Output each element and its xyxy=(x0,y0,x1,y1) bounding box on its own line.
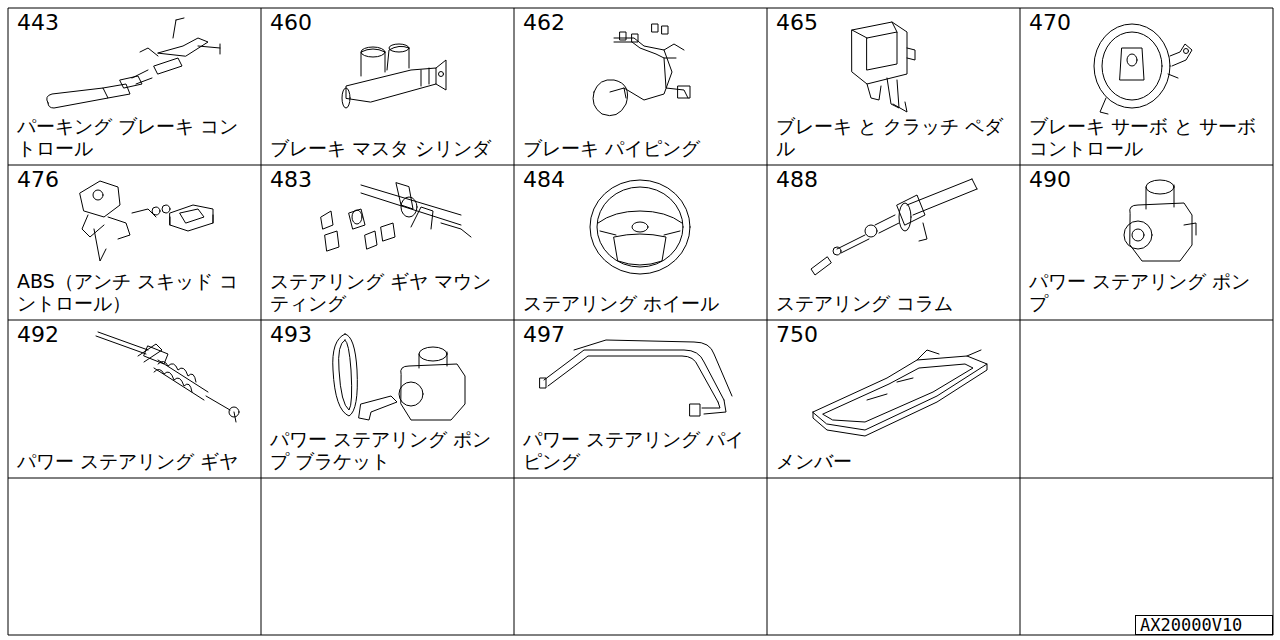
group-number: 750 xyxy=(776,323,818,347)
group-name: ステアリング コラム xyxy=(776,293,1013,315)
catalog-cell: 483 ステアリング ギヤ マウンティング xyxy=(261,165,514,320)
group-name: パーキング ブレーキ コントロール xyxy=(17,116,254,160)
group-number: 462 xyxy=(523,11,565,35)
group-name: ブレーキ パイピング xyxy=(523,138,760,160)
group-name: パワー ステアリング ギヤ xyxy=(17,451,254,473)
group-number: 460 xyxy=(270,11,312,35)
abs-illustration xyxy=(80,181,213,261)
grid-line xyxy=(8,320,1273,321)
group-number: 470 xyxy=(1029,11,1071,35)
drawing-code: AX20000V10 xyxy=(1136,616,1272,634)
catalog-cell: 462 ブレーキ パイピング xyxy=(514,8,767,165)
group-number: 476 xyxy=(17,168,59,192)
group-number: 488 xyxy=(776,168,818,192)
group-name: ABS（アンチ スキッド コントロール） xyxy=(17,271,254,315)
ps-gear-illustration xyxy=(96,332,239,422)
grid-line xyxy=(8,478,1273,479)
group-number: 497 xyxy=(523,323,565,347)
catalog-cell: 492 パワー ステアリング ギヤ xyxy=(8,320,261,478)
group-name: ブレーキ マスタ シリンダ xyxy=(270,138,507,160)
group-name: メンバー xyxy=(776,451,1013,473)
index-grid xyxy=(8,8,1273,635)
group-name: ステアリング ホイール xyxy=(523,293,760,315)
ps-piping-illustration xyxy=(540,340,732,416)
group-number: 492 xyxy=(17,323,59,347)
grid-line xyxy=(514,8,515,635)
group-number: 483 xyxy=(270,168,312,192)
group-name: パワー ステアリング ポンプ xyxy=(1029,271,1266,315)
group-number: 484 xyxy=(523,168,565,192)
catalog-cell: 470 ブレーキ サーボ と サーボ コントロール xyxy=(1020,8,1273,165)
gear-mounting-illustration xyxy=(321,183,471,251)
brake-servo-illustration xyxy=(1094,24,1192,114)
catalog-cell: 476ABS（アンチ スキッド コントロール） xyxy=(8,165,261,320)
catalog-cell: 497 パワー ステアリング パイピング xyxy=(514,320,767,478)
group-name: ブレーキ サーボ と サーボ コントロール xyxy=(1029,116,1266,160)
grid-line xyxy=(767,8,768,635)
ps-pump-illustration xyxy=(1124,180,1196,261)
group-name: ステアリング ギヤ マウンティング xyxy=(270,271,507,315)
grid-line xyxy=(261,8,262,635)
grid-line xyxy=(8,165,1273,166)
group-number: 443 xyxy=(17,11,59,35)
catalog-cell: 443 パーキング ブレーキ コントロール xyxy=(8,8,261,165)
catalog-cell: 465 ブレーキ と クラッチ ペダル xyxy=(767,8,1020,165)
steering-wheel-illustration xyxy=(590,180,690,274)
master-cylinder-illustration xyxy=(342,44,446,108)
group-name: ブレーキ と クラッチ ペダル xyxy=(776,116,1013,160)
catalog-cell: 460 ブレーキ マスタ シリンダ xyxy=(261,8,514,165)
catalog-cell: 488 ステアリング コラム xyxy=(767,165,1020,320)
steering-column-illustration xyxy=(811,179,977,275)
group-number: 490 xyxy=(1029,168,1071,192)
catalog-cell: 493 パワー ステアリング ポンプ ブラケット xyxy=(261,320,514,478)
pedal-illustration xyxy=(852,22,915,112)
group-name: パワー ステアリング パイピング xyxy=(523,429,760,473)
group-number: 465 xyxy=(776,11,818,35)
outer-frame xyxy=(8,8,1273,635)
group-number: 493 xyxy=(270,323,312,347)
pump-bracket-illustration xyxy=(333,334,465,420)
catalog-cell: 750 メンバー xyxy=(767,320,1020,478)
grid-line xyxy=(1020,8,1021,635)
catalog-cell: 484 ステアリング ホイール xyxy=(514,165,767,320)
group-name: パワー ステアリング ポンプ ブラケット xyxy=(270,429,507,473)
brake-piping-illustration xyxy=(593,24,690,116)
drawing-code-box: AX20000V10 xyxy=(1135,615,1273,635)
catalog-cell: 490 パワー ステアリング ポンプ xyxy=(1020,165,1273,320)
member-illustration xyxy=(813,350,987,436)
parking-brake-illustration xyxy=(47,18,220,108)
